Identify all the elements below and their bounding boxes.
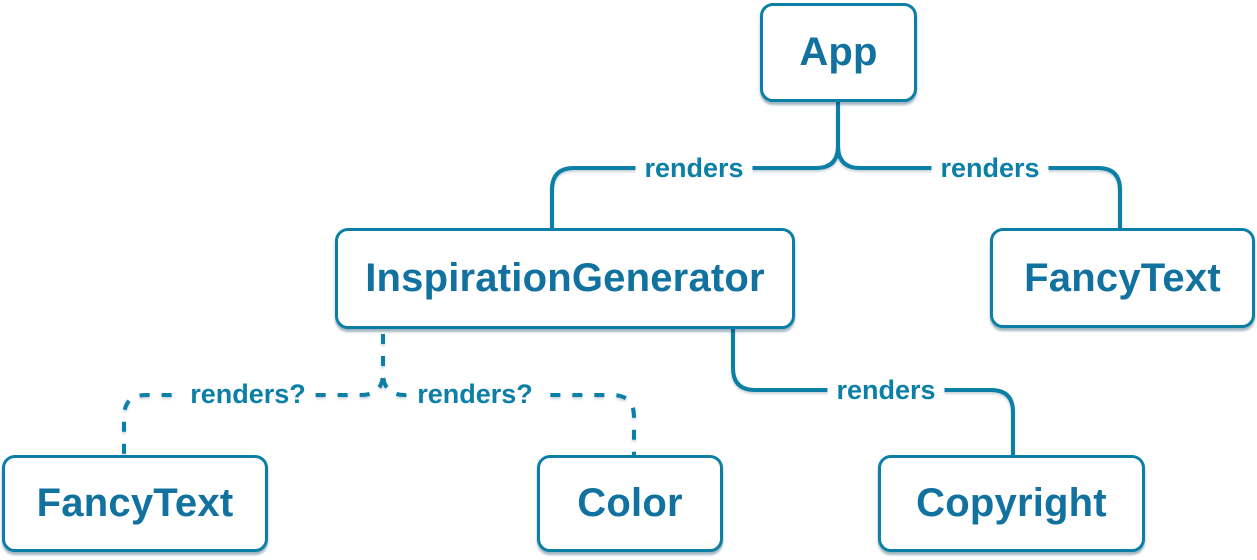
- node-label: Color: [577, 481, 683, 525]
- node-label: Copyright: [916, 481, 1107, 525]
- node-app: App: [760, 3, 917, 102]
- node-color: Color: [537, 455, 723, 552]
- node-inspiration-generator: InspirationGenerator: [335, 228, 795, 329]
- edge-label-inspiration-generator-to-color: renders?: [408, 378, 542, 410]
- node-label: FancyText: [1024, 255, 1221, 300]
- edge-label-app-to-fancy-text: renders: [931, 152, 1049, 184]
- edge-label-inspiration-generator-to-copyright: renders: [827, 374, 945, 406]
- node-copyright: Copyright: [878, 455, 1145, 552]
- edge-label-app-to-inspiration-generator: renders: [635, 152, 753, 184]
- node-label: InspirationGenerator: [365, 256, 765, 300]
- node-label: App: [799, 30, 878, 74]
- node-label: FancyText: [36, 481, 234, 525]
- node-fancy-text-bottom: FancyText: [2, 455, 268, 552]
- node-fancy-text-top: FancyText: [990, 228, 1255, 328]
- edge-label-inspiration-generator-to-fancy-text: renders?: [181, 378, 315, 410]
